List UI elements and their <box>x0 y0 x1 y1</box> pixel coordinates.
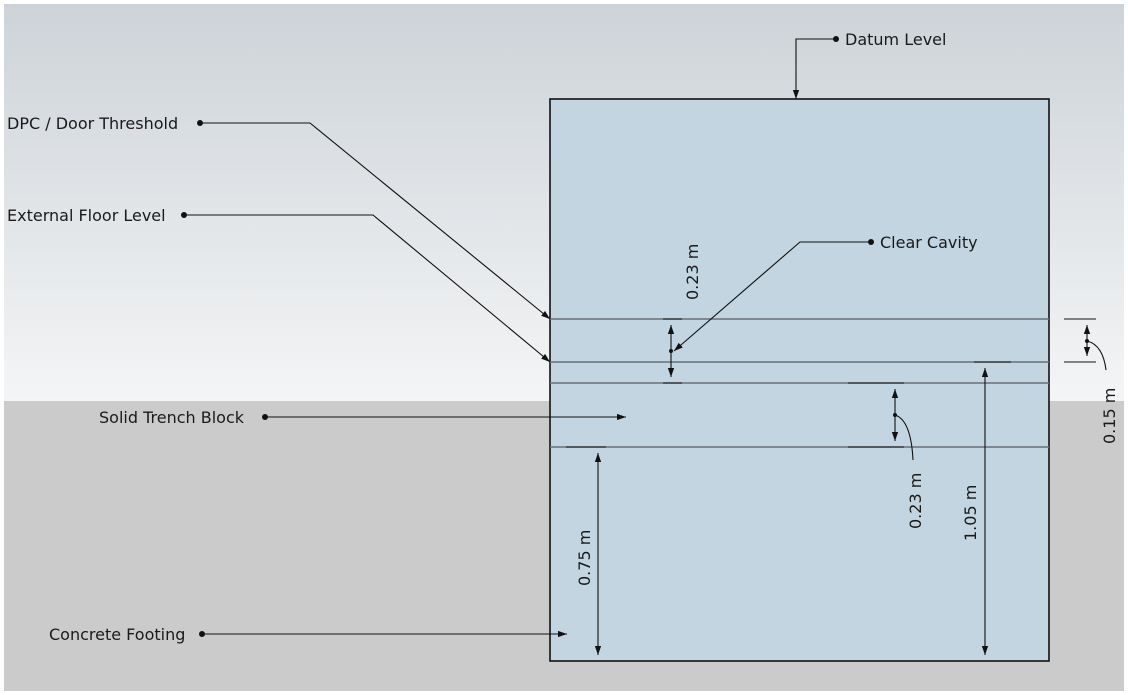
solid-trench-block-leader <box>262 413 626 421</box>
dpc-to-external-floor-dimension <box>1064 318 1107 371</box>
dpc-door-threshold-leader <box>197 120 551 320</box>
trench-block-height-dimension-text: 0.23 m <box>906 473 925 529</box>
total-depth-dimension-text: 1.05 m <box>961 485 980 541</box>
footing-height-dimension-text: 0.75 m <box>575 530 594 586</box>
foundation-wall-block <box>549 98 1050 662</box>
cavity-height-dimension <box>663 318 682 384</box>
solid-trench-block-label: Solid Trench Block <box>99 408 245 427</box>
datum-level-label: Datum Level <box>845 30 946 49</box>
cavity-height-dimension-text: 0.23 m <box>683 244 702 300</box>
concrete-footing-label: Concrete Footing <box>49 625 185 644</box>
clear-cavity-leader <box>673 239 874 352</box>
external-floor-level-leader <box>181 212 551 363</box>
dpc-door-threshold-label: DPC / Door Threshold <box>7 114 178 133</box>
datum-level-leader <box>792 36 839 99</box>
concrete-footing-leader <box>199 630 567 638</box>
total-depth-dimension <box>974 361 1011 662</box>
footing-height-dimension <box>566 446 606 662</box>
external-floor-level-label: External Floor Level <box>7 206 166 225</box>
clear-cavity-label: Clear Cavity <box>880 233 978 252</box>
trench-block-height-dimension <box>848 382 914 461</box>
dpc-to-external-floor-dimension-text: 0.15 m <box>1100 388 1119 444</box>
